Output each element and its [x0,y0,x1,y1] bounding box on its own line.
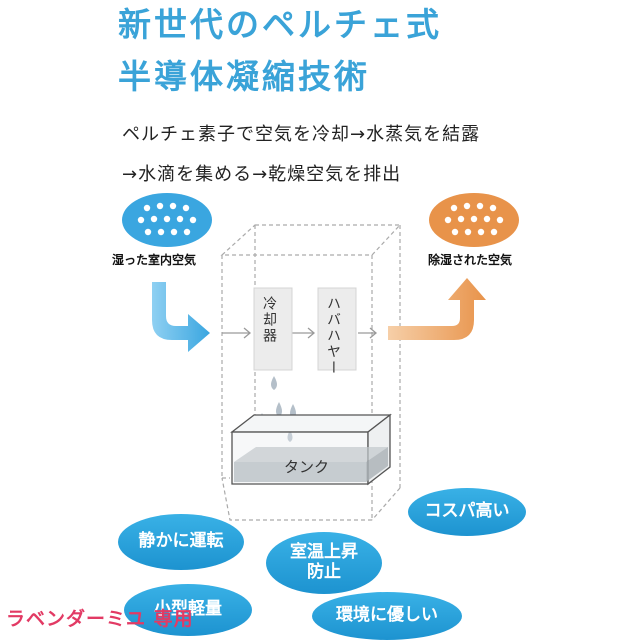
outlet-bubble [429,193,519,247]
watermark-text: ラベンダーミユ 専用 [6,608,194,630]
internal-flow-arrows [222,327,378,339]
inlet-arrow [152,282,210,352]
title-line-2: 半導体凝縮技術 [118,57,370,96]
heater-label: ハバハヤー [325,296,341,376]
cooler-panel [253,287,293,371]
subtitle-line-1: ペルチェ素子で空気を冷却→水蒸気を結露 [122,124,481,145]
heater-panel [317,287,357,371]
inlet-bubble [122,193,212,247]
title-line-1: 新世代のペルチェ式 [118,5,442,44]
badge-prevent-temp-rise: 室温上昇防止 [266,532,382,594]
outlet-label: 除湿された空気 [428,253,513,267]
badge-prevent-temp-rise-text: 室温上昇防止 [290,542,358,582]
badge-eco-friendly: 環境に優しい [312,592,462,640]
water-tank [230,413,392,486]
inlet-label: 湿った室内空気 [112,253,197,267]
cooler-label: 冷却器 [261,296,277,344]
subtitle-line-2: →水滴を集める→乾燥空気を排出 [122,164,402,185]
badge-compact-light: 小型軽量 [124,584,252,636]
badge-cost-performance: コスパ高い [408,488,526,536]
housing-outline [220,224,402,521]
badge-quiet-operation: 静かに運転 [118,514,244,570]
tank-label: タンク [284,458,330,476]
outlet-arrow [388,278,486,340]
